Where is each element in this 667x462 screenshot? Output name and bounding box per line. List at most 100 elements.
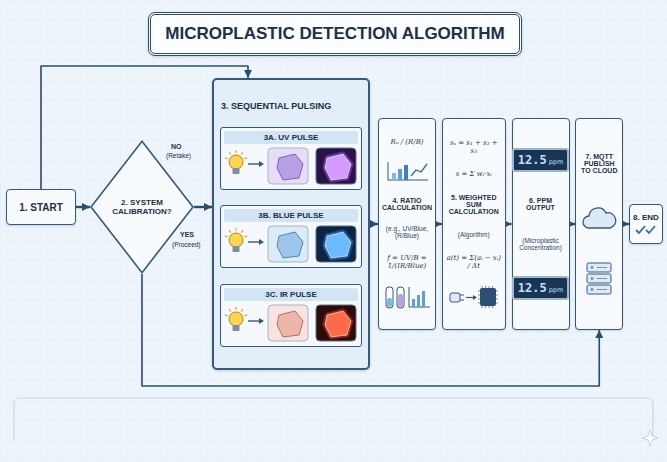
blue-icon-part — [229, 233, 243, 247]
beakers-icon-part — [409, 287, 430, 307]
node-text: 3. SEQUENTIAL PULSING — [221, 101, 361, 111]
ir-icon — [224, 303, 358, 343]
beakers-icon-part — [417, 295, 420, 307]
graph-icon-part — [398, 169, 402, 180]
node-text: 3C. IR PULSE — [224, 288, 358, 301]
end-box: 8. END — [629, 204, 663, 244]
flow-arrow — [370, 223, 378, 225]
uv-icon-part — [244, 157, 247, 158]
chip-icon — [448, 285, 500, 309]
blue-icon-part — [325, 232, 351, 258]
diagram-title: MICROPLASTIC DETECTION ALGORITHM — [165, 24, 504, 44]
blue-icon-part — [316, 226, 356, 262]
beakers-icon-part — [387, 298, 392, 307]
flow-arrow — [194, 206, 212, 208]
chip-icon-part — [480, 288, 496, 306]
uv-icon-part — [229, 152, 231, 154]
ir-icon-part — [268, 305, 308, 341]
pulse-box: 3B. BLUE PULSE — [220, 205, 362, 268]
display-panel: 12.5ppm — [512, 148, 570, 172]
cloud-icon — [580, 205, 618, 231]
blue-icon-part — [235, 228, 236, 231]
check-icon-part — [646, 226, 655, 233]
frame-line — [14, 398, 653, 440]
uv-icon-part — [268, 148, 308, 184]
branch-note: (Proceed) — [172, 241, 201, 248]
node-text: 12.5 — [518, 153, 547, 167]
ir-icon-part — [277, 311, 303, 337]
uv-icon-part — [325, 154, 351, 180]
server-icon-part — [587, 285, 611, 294]
node-text: ppm — [549, 158, 564, 166]
beakers-icon-part — [422, 291, 425, 307]
ir-icon-part — [229, 312, 243, 326]
chip-icon-part — [466, 297, 473, 298]
ir-icon-part — [244, 315, 247, 316]
flow-arrow — [506, 223, 512, 225]
uv-icon-part — [235, 150, 236, 153]
uv-icon-part — [259, 161, 264, 167]
formula-text: s = Σ wᵢ·xᵢ — [446, 170, 502, 178]
uv-icon-part — [241, 152, 243, 154]
chip-icon-part — [460, 295, 464, 296]
graph-icon-part — [388, 162, 428, 180]
flow-arrow — [436, 223, 442, 225]
beakers-icon — [382, 284, 432, 310]
branch-label: NO — [171, 143, 182, 150]
node-text: (e.g., UV/Blue, (R/Blue) — [382, 225, 432, 239]
ir-icon-part — [259, 318, 264, 324]
uv-icon-part — [225, 157, 228, 158]
server-icon-part — [591, 288, 594, 291]
blue-icon-part — [248, 242, 259, 243]
graph-icon-part — [411, 164, 427, 176]
uv-icon-part — [229, 155, 243, 169]
ir-icon-part — [233, 325, 240, 331]
chip-icon-part — [460, 300, 464, 301]
uv-icon-part — [316, 148, 356, 184]
check-icon — [634, 225, 658, 235]
branch-label: YES — [180, 231, 194, 238]
graph-icon-part — [392, 173, 396, 180]
ir-icon-part — [316, 305, 356, 341]
output-box: 6. PPM OUTPUT(Microplastic Concentration… — [512, 118, 570, 330]
blue-icon-part — [225, 236, 228, 237]
group-box: 3. SEQUENTIAL PULSING 3A. UV PULSE 3B. BLU… — [212, 78, 370, 370]
branch-note: (Retake) — [166, 152, 191, 159]
node-text: 8. END — [633, 213, 659, 222]
blue-icon-part — [268, 226, 308, 262]
server-icon-part — [591, 266, 594, 269]
server-icon-part — [597, 267, 607, 268]
diamond-outline — [91, 141, 193, 272]
server-icon-part — [587, 274, 611, 283]
process-box: Rₙ / (R/B) 4. RATIO CALCULATION (e.g., UV/… — [378, 118, 436, 330]
node-text: 4. RATIO CALCULATION — [382, 197, 432, 211]
sparkle-mark — [642, 430, 658, 446]
ir-icon-part — [325, 311, 351, 337]
ir-icon-part — [241, 309, 243, 311]
blue-icon-part — [259, 239, 264, 245]
blue-icon-part — [229, 231, 231, 233]
formula-text: Rₙ / (R/B) — [382, 138, 432, 146]
pulse-box: 3C. IR PULSE — [220, 284, 362, 347]
blue-icon-part — [277, 232, 303, 258]
beakers-icon-part — [398, 294, 403, 307]
blue-icon-part — [241, 231, 243, 233]
node-text: 2. SYSTEM CALIBRATION? — [104, 198, 180, 216]
server-icon-part — [597, 289, 607, 290]
flow-arrow — [76, 206, 90, 208]
node-text: 3A. UV PULSE — [224, 131, 358, 144]
beakers-icon-part — [412, 299, 415, 307]
beakers-icon-part — [397, 287, 404, 308]
cloud-box: 7. MQTT PUBLISH TO CLOUD — [575, 118, 623, 330]
ir-icon-part — [225, 315, 228, 316]
node-text: 7. MQTT PUBLISH TO CLOUD — [579, 153, 619, 174]
uv-icon-part — [248, 163, 259, 164]
ir-icon-part — [248, 320, 259, 321]
uv-icon-part — [277, 154, 303, 180]
ir-icon-part — [235, 307, 236, 310]
node-text: 3B. BLUE PULSE — [224, 209, 358, 222]
chip-icon-part — [473, 295, 477, 300]
